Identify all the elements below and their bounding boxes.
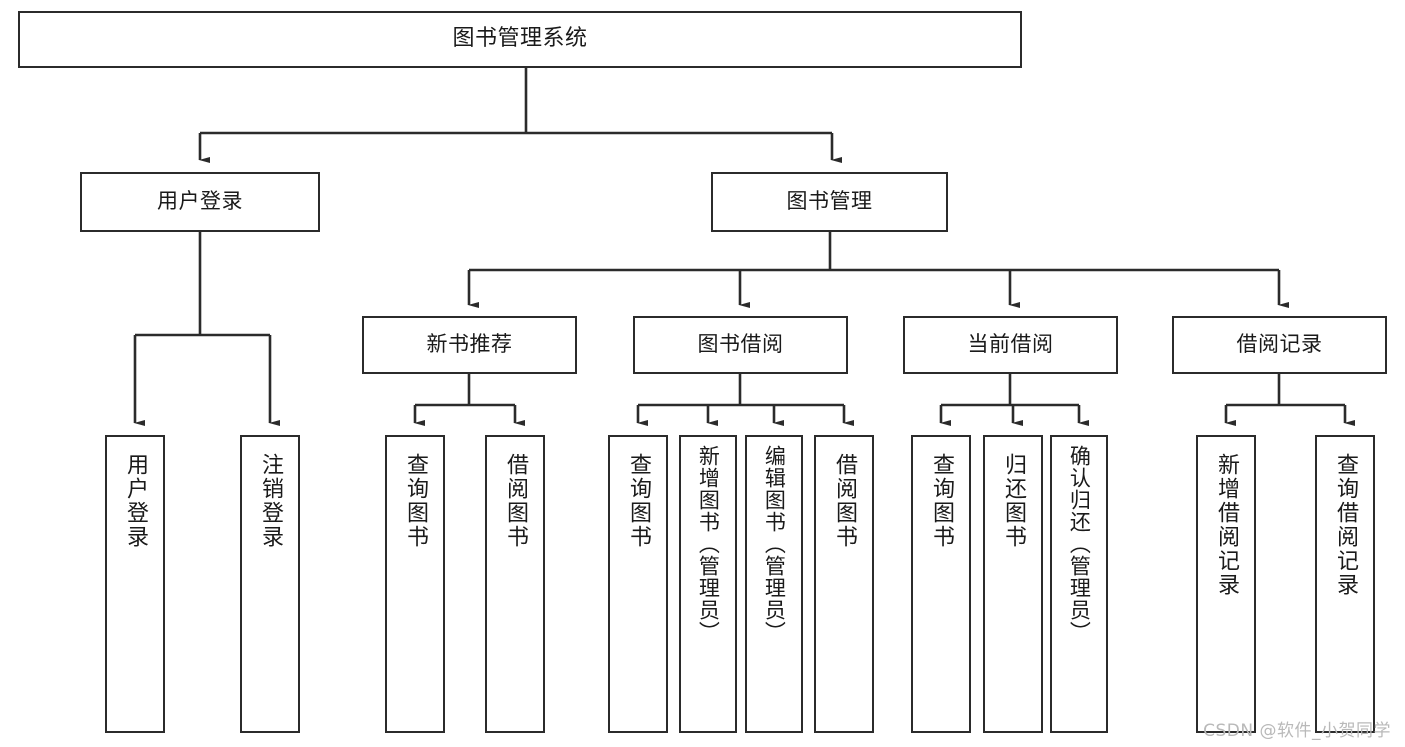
node-user-login[interactable]: 用户登录 [80,172,320,232]
leaf-add-record[interactable]: 新增借阅记录 [1196,435,1256,733]
leaf-query-record[interactable]: 查询借阅记录 [1315,435,1375,733]
node-borrow-record[interactable]: 借阅记录 [1172,316,1387,374]
leaf-query-book-3-label: 查询图书 [928,453,954,549]
leaf-query-book-1-label: 查询图书 [402,453,428,549]
leaf-query-record-label: 查询借阅记录 [1332,453,1358,597]
node-book-manage[interactable]: 图书管理 [711,172,948,232]
leaf-query-book-2-label: 查询图书 [625,453,651,549]
node-current-borrow[interactable]: 当前借阅 [903,316,1118,374]
leaf-return-book[interactable]: 归还图书 [983,435,1043,733]
leaf-add-book[interactable]: 新增图书（管理员） [679,435,737,733]
node-borrow-record-label: 借阅记录 [1236,332,1323,357]
leaf-edit-book-label: 编辑图书（管理员） [762,445,787,643]
leaf-borrow-book-1-label: 借阅图书 [502,453,528,549]
leaf-confirm-return-label: 确认归还（管理员） [1067,445,1092,643]
leaf-borrow-book-1[interactable]: 借阅图书 [485,435,545,733]
leaf-confirm-return[interactable]: 确认归还（管理员） [1050,435,1108,733]
node-new-book-rec-label: 新书推荐 [426,332,513,357]
node-root[interactable]: 图书管理系统 [18,11,1022,68]
watermark-text: CSDN @软件_小贺同学 [1203,721,1391,741]
leaf-borrow-book-2[interactable]: 借阅图书 [814,435,874,733]
leaf-user-login-label: 用户登录 [122,453,148,549]
leaf-query-book-2[interactable]: 查询图书 [608,435,668,733]
leaf-add-book-label: 新增图书（管理员） [696,445,721,643]
leaf-return-book-label: 归还图书 [1000,453,1026,549]
leaf-user-login[interactable]: 用户登录 [105,435,165,733]
node-root-label: 图书管理系统 [452,26,588,52]
node-book-manage-label: 图书管理 [786,189,873,214]
leaf-query-book-3[interactable]: 查询图书 [911,435,971,733]
leaf-logout-label: 注销登录 [257,453,283,549]
node-user-login-label: 用户登录 [157,189,243,214]
leaf-add-record-label: 新增借阅记录 [1213,453,1239,597]
leaf-query-book-1[interactable]: 查询图书 [385,435,445,733]
leaf-edit-book[interactable]: 编辑图书（管理员） [745,435,803,733]
node-book-borrow[interactable]: 图书借阅 [633,316,848,374]
node-current-borrow-label: 当前借阅 [967,332,1054,357]
node-book-borrow-label: 图书借阅 [697,332,784,357]
leaf-borrow-book-2-label: 借阅图书 [831,453,857,549]
leaf-logout[interactable]: 注销登录 [240,435,300,733]
node-new-book-rec[interactable]: 新书推荐 [362,316,577,374]
